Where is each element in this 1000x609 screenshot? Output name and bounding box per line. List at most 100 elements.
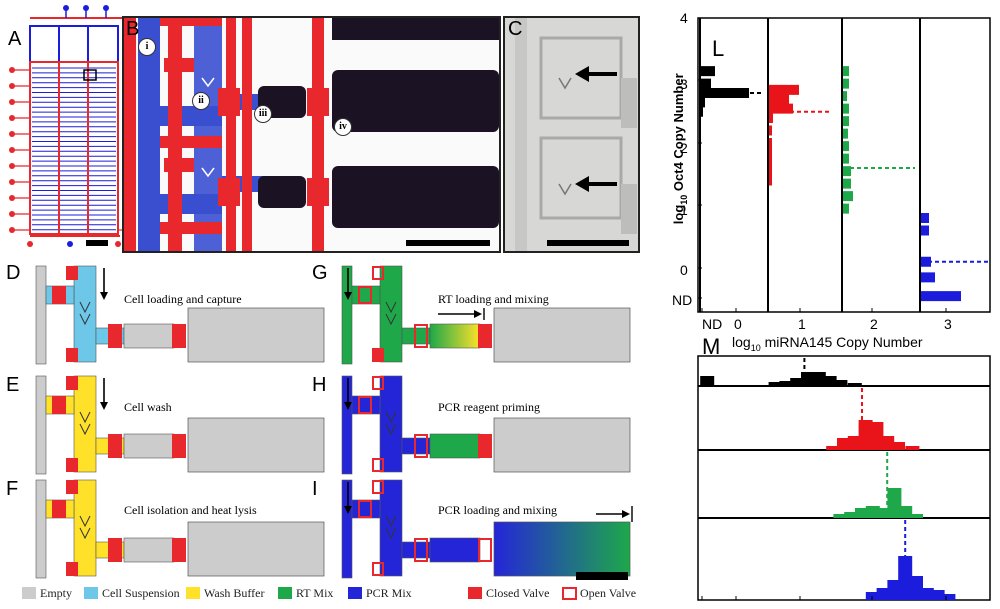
valve-open — [358, 286, 372, 304]
legend-label-closed-valve: Closed Valve — [486, 586, 550, 600]
legend-swatch-empty — [22, 587, 36, 599]
chart-l-xtick-1: 1 — [798, 316, 806, 332]
chart-m-xlabel: log10 miRNA145 Copy Number — [732, 334, 923, 353]
legend-swatch-cell-suspension — [84, 587, 98, 599]
chart-m-bar — [941, 594, 956, 600]
legend-swatch-rt-mix — [278, 587, 292, 599]
valve-closed — [172, 324, 186, 348]
valve-open — [358, 500, 372, 518]
valve-closed — [108, 324, 122, 348]
valve-open — [372, 480, 384, 494]
valve-closed — [52, 396, 66, 414]
chart-m-bar — [700, 376, 715, 386]
panel-label-h: H — [312, 374, 327, 396]
panel-label-d: D — [6, 262, 21, 284]
chart-l-bar — [921, 225, 929, 236]
chart-m-bar — [887, 488, 902, 518]
legend-label-cell-suspension: Cell Suspension — [102, 586, 180, 600]
panel-a-chip-overview — [9, 5, 130, 247]
valve-open — [414, 538, 428, 562]
valve-closed — [108, 538, 122, 562]
legend-swatch-wash-buffer — [186, 587, 200, 599]
legend-label-wash-buffer: Wash Buffer — [204, 586, 265, 600]
steps-diagram — [35, 265, 633, 580]
chart-m-bar — [847, 436, 862, 450]
chart-m-bar — [833, 380, 848, 386]
chart-m-bar — [844, 512, 859, 518]
chart-l-bar — [769, 94, 789, 105]
chart-l-bar — [843, 153, 849, 164]
step-f-caption: Cell isolation and heat lysis — [124, 503, 257, 517]
valve-closed — [66, 480, 78, 494]
chart-l-bar — [843, 78, 849, 89]
chart-l-ytick-1: 1 — [680, 202, 688, 218]
valve-open — [372, 458, 384, 472]
panel-label-e: E — [6, 374, 20, 396]
panel-label-i: I — [312, 478, 318, 500]
valve-closed — [478, 324, 492, 348]
step-d-caption: Cell loading and capture — [124, 292, 242, 306]
chart-m-bar — [837, 438, 851, 450]
chart-m-bar — [909, 514, 923, 518]
chart-l-bar — [769, 113, 773, 123]
chart-l-bar — [921, 213, 929, 223]
chart-m-bar — [847, 383, 862, 386]
chart-l-bar — [843, 116, 849, 127]
panel-label-l: L — [712, 36, 725, 61]
chart-l-bar — [843, 141, 849, 152]
valve-open — [372, 376, 384, 390]
panel-c-brightfield — [503, 16, 640, 253]
chart-m-bar — [905, 446, 920, 450]
panel-label-a: A — [8, 28, 22, 50]
chart-m-bar — [887, 580, 902, 600]
valve-open — [372, 266, 384, 280]
marker-i: i — [138, 38, 156, 56]
chart-m-bar — [865, 506, 880, 518]
step-i-caption: PCR loading and mixing — [438, 503, 558, 517]
step-panel-g — [341, 265, 631, 365]
marker-ii: ii — [192, 92, 210, 110]
chart-l-bar — [843, 191, 853, 202]
chart-l-bar — [769, 147, 772, 158]
legend-swatch-pcr-mix — [348, 587, 362, 599]
chart-l-bar — [921, 256, 931, 267]
chart-l-bar — [769, 138, 772, 148]
step-panel-h — [341, 375, 631, 475]
chart-l-bar — [769, 166, 772, 177]
step-e-caption: Cell wash — [124, 400, 172, 414]
valve-closed — [52, 286, 66, 304]
chart-m-bar — [880, 436, 895, 450]
chart-l-bar — [843, 66, 849, 77]
chart-l-bar — [843, 178, 851, 189]
panel-label-c: C — [508, 18, 523, 40]
valve-open — [414, 434, 428, 458]
chart-l-bar — [769, 103, 793, 114]
chart-m-bar — [790, 378, 805, 386]
chart-m-bar — [865, 592, 880, 600]
valve-closed — [52, 500, 66, 518]
panel-label-f: F — [6, 478, 19, 500]
valve-open — [478, 538, 492, 562]
chart-l-bar — [843, 166, 851, 177]
chart-l-xtick-3: 3 — [944, 316, 952, 332]
step-panel-f — [35, 479, 325, 579]
chart-m-bar — [811, 372, 826, 386]
valve-closed — [108, 434, 122, 458]
valve-closed — [478, 434, 492, 458]
chart-l-bar — [921, 272, 935, 283]
valve-closed — [172, 434, 186, 458]
valve-closed — [66, 266, 78, 280]
chart-m-bar — [855, 508, 869, 518]
chart-l-xtick-2: 2 — [870, 316, 878, 332]
valve-closed — [66, 562, 78, 576]
panel-b-micrograph — [122, 16, 501, 253]
legend-label-empty: Empty — [40, 586, 72, 600]
valve-closed — [66, 348, 78, 362]
chart-l-ytick-nd: ND — [672, 292, 693, 308]
chart-l-bar — [701, 66, 715, 77]
chart-m-bar — [822, 376, 837, 386]
chart-l-xtick-nd: ND — [702, 316, 723, 332]
chart-m-frame — [697, 355, 991, 601]
chart-l-bar — [701, 78, 711, 89]
chart-l-bar — [843, 91, 847, 102]
